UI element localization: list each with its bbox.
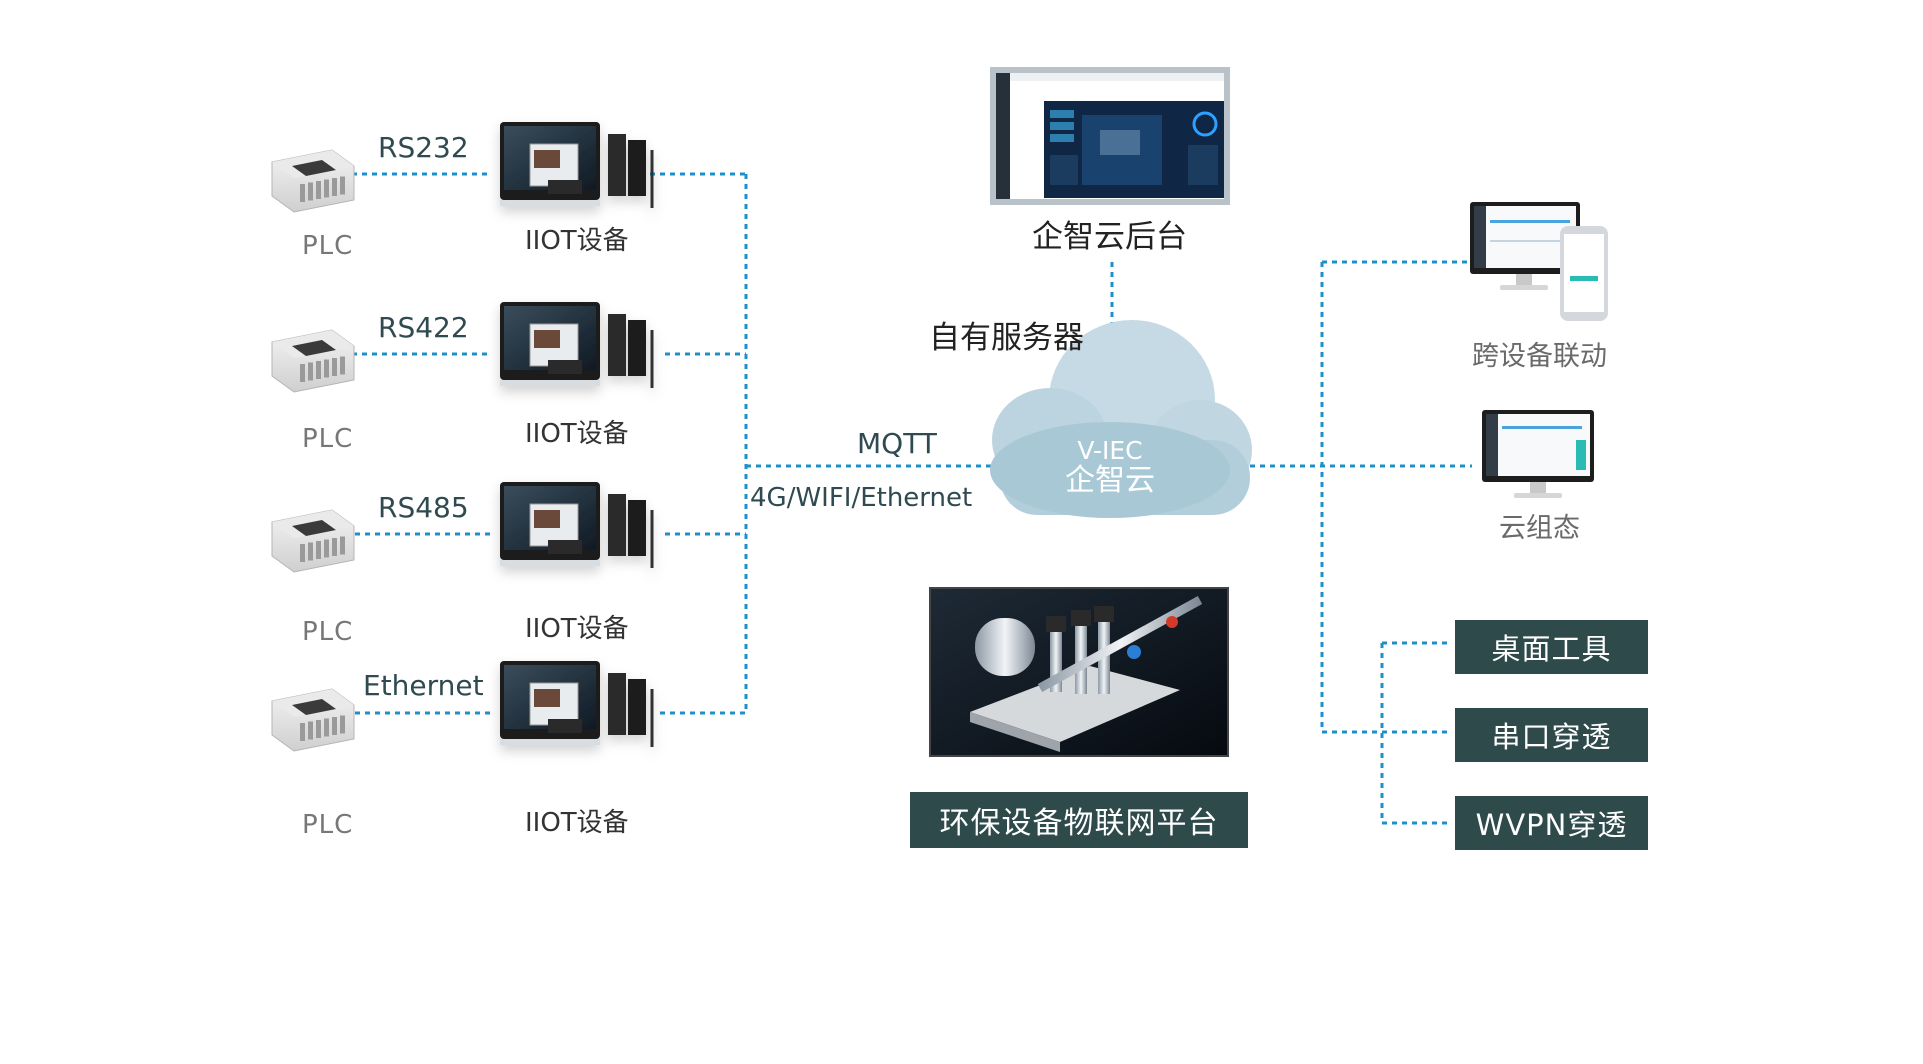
plc-label: PLC xyxy=(302,231,354,261)
platform-label: 环保设备物联网平台 xyxy=(910,792,1248,848)
protocol-label-rs232: RS232 xyxy=(378,131,469,164)
desktop-tool-box: 桌面工具 xyxy=(1455,620,1648,674)
pump-equipment-image xyxy=(929,587,1229,757)
cloud-subtitle: 企智云 xyxy=(1065,463,1155,498)
iiot-device-icon xyxy=(500,661,654,747)
iiot-device-label: IIOT设备 xyxy=(525,808,629,838)
protocol-label-rs485: RS485 xyxy=(378,491,469,524)
plc-icon xyxy=(271,509,355,573)
plc-icon xyxy=(271,149,355,213)
protocol-label-ethernet: Ethernet xyxy=(363,669,484,702)
cloud-shape xyxy=(990,320,1252,518)
monitor-phone-image xyxy=(1470,202,1608,321)
protocol-label-rs422: RS422 xyxy=(378,311,469,344)
plc-icons xyxy=(271,149,355,752)
iiot-device-icon xyxy=(500,122,654,208)
iiot-device-icon xyxy=(500,302,654,388)
iiot-device-icons xyxy=(500,122,654,747)
plc-label: PLC xyxy=(302,810,354,840)
wvpn-passthrough-box: WVPN穿透 xyxy=(1455,796,1648,850)
iiot-device-label: IIOT设备 xyxy=(525,226,629,256)
serial-passthrough-box: 串口穿透 xyxy=(1455,708,1648,762)
cloud-scada-label: 云组态 xyxy=(1499,513,1580,544)
cloud-title: V-IEC xyxy=(1077,436,1143,465)
plc-icon xyxy=(271,329,355,393)
plc-label: PLC xyxy=(302,617,354,647)
own-server-label: 自有服务器 xyxy=(929,320,1084,356)
plc-icon xyxy=(271,688,355,752)
cross-device-label: 跨设备联动 xyxy=(1472,341,1607,372)
iiot-device-icon xyxy=(500,482,654,568)
iiot-device-label: IIOT设备 xyxy=(525,614,629,644)
network-label: 4G/WIFI/Ethernet xyxy=(750,483,973,513)
backend-dashboard-image xyxy=(990,67,1230,205)
backend-caption: 企智云后台 xyxy=(1032,219,1187,255)
mqtt-label: MQTT xyxy=(857,427,937,460)
iiot-device-label: IIOT设备 xyxy=(525,419,629,449)
monitor-image xyxy=(1482,410,1594,498)
plc-label: PLC xyxy=(302,424,354,454)
